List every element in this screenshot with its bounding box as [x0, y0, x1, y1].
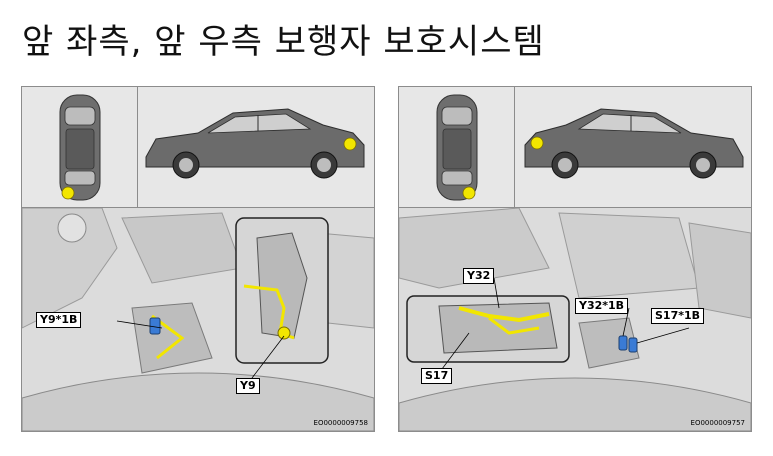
- car-side-view: [524, 108, 744, 179]
- connector-marker: [618, 335, 628, 351]
- page-title: 앞 좌측, 앞 우측 보행자 보호시스템: [22, 22, 545, 62]
- figure-code: EO0000009758: [313, 419, 368, 427]
- connector-marker: [628, 337, 638, 353]
- location-marker: [462, 186, 476, 200]
- car-side-view: [145, 108, 365, 179]
- label-s17-1b: S17*1B: [651, 308, 705, 324]
- engine-bay-drawing: [22, 208, 374, 431]
- engine-bay-illustration: Y32 Y32*1B S17*1B S17 EO0000009757: [399, 208, 751, 431]
- car-top-view: [59, 94, 101, 201]
- label-s17: S17: [421, 368, 453, 384]
- label-y9: Y9: [236, 378, 260, 394]
- location-marker: [61, 186, 75, 200]
- label-y9-1b: Y9*1B: [36, 312, 82, 328]
- figure-code: EO0000009757: [690, 419, 745, 427]
- side-view-box: [515, 87, 751, 208]
- label-y32: Y32: [463, 268, 495, 284]
- side-view-box: [138, 87, 374, 208]
- location-marker: [530, 136, 544, 150]
- top-view-box: [399, 87, 515, 208]
- engine-bay-illustration: Y9*1B Y9 EO0000009758: [22, 208, 374, 431]
- left-front-panel: Y9*1B Y9 EO0000009758: [21, 86, 375, 432]
- car-top-view: [436, 94, 478, 201]
- label-y32-1b: Y32*1B: [575, 298, 629, 314]
- location-marker: [343, 137, 357, 151]
- right-front-panel: Y32 Y32*1B S17*1B S17 EO0000009757: [398, 86, 752, 432]
- top-view-box: [22, 87, 138, 208]
